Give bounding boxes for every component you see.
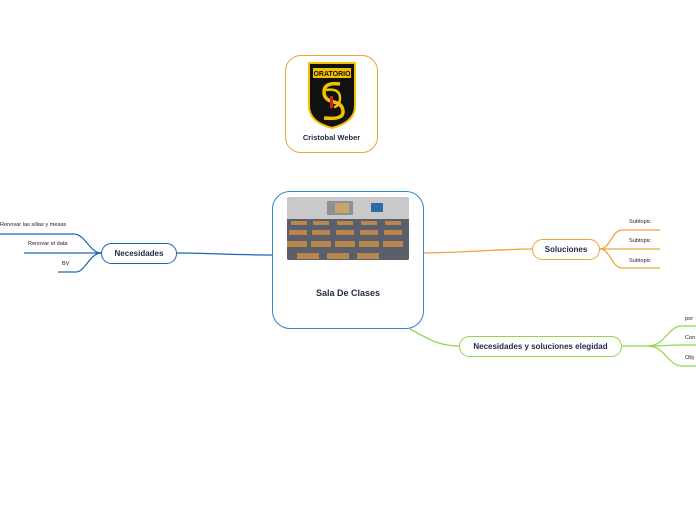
leaf-soluciones-2[interactable]: Subtopic [629, 238, 651, 244]
crest-badge-text: ORATORIO [313, 71, 351, 78]
link-central-necesidades-soluciones [409, 328, 460, 347]
branch-necesidades[interactable]: Necesidades [101, 243, 177, 264]
leaf-necesidades-2[interactable]: Renovar el data [28, 241, 68, 247]
logo-caption: Cristobal Weber [302, 133, 361, 142]
link-soluciones-item-1 [599, 229, 660, 250]
link-central-soluciones [423, 248, 533, 254]
leaf-ns-1[interactable]: por [685, 316, 694, 322]
central-title: Sala De Clases [315, 288, 381, 298]
leaf-ns-3[interactable]: Obj [685, 355, 694, 361]
link-necesidades-item-1 [0, 233, 102, 254]
link-necesidades-item-3 [58, 252, 102, 273]
leaf-soluciones-3[interactable]: Subtopic [629, 258, 651, 264]
link-ns-item-3 [647, 345, 696, 367]
leaf-necesidades-3[interactable]: BV [62, 261, 70, 267]
branch-necesidades-soluciones[interactable]: Necesidades y soluciones elegidad [459, 336, 622, 357]
link-soluciones-item-3 [599, 248, 660, 269]
leaf-necesidades-1[interactable]: Renovar las sillas y mesas [0, 222, 67, 228]
link-ns-item-2 [647, 344, 696, 347]
oratorio-crest-logo: ORATORIO [307, 62, 356, 130]
leaf-ns-2[interactable]: Con [685, 335, 696, 341]
leaf-soluciones-1[interactable]: Subtopic [629, 219, 651, 225]
branch-soluciones[interactable]: Soluciones [532, 239, 600, 260]
central-topic[interactable]: Sala De Clases [272, 191, 424, 329]
logo-card[interactable]: ORATORIO Cristobal Weber [285, 55, 378, 153]
link-central-necesidades [176, 252, 273, 256]
classroom-photo [287, 197, 409, 260]
